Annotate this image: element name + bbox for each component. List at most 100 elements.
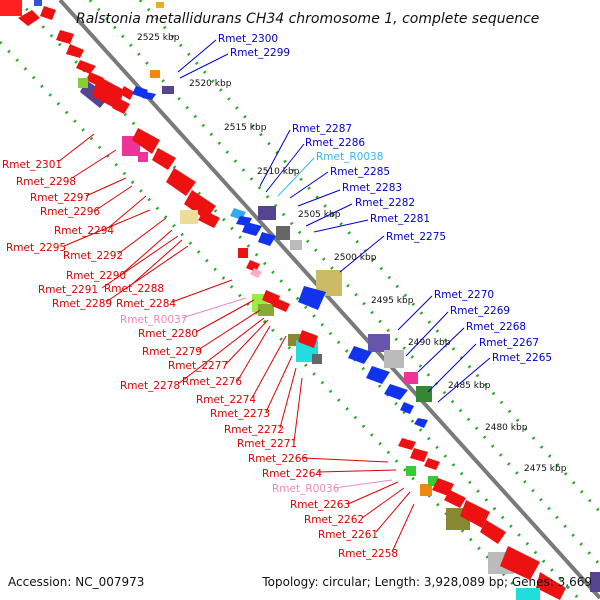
- chromosome-backbone: [58, 0, 600, 600]
- gene-feature: [384, 350, 404, 368]
- gene-label[interactable]: Rmet_2270: [434, 289, 494, 301]
- gene-label[interactable]: Rmet_2271: [237, 438, 297, 450]
- gene-label[interactable]: Rmet_2283: [342, 182, 402, 194]
- kbp-tick: 2515 kbp: [224, 123, 267, 133]
- gene-feature: [444, 490, 466, 508]
- gene-label[interactable]: Rmet_2281: [370, 213, 430, 225]
- inner-grid-line-left: [16, 0, 582, 600]
- gene-label[interactable]: Rmet_2273: [210, 408, 270, 420]
- gene-label[interactable]: Rmet_2290: [66, 270, 126, 282]
- right-label-leaders: [177, 39, 491, 403]
- gene-label[interactable]: Rmet_2268: [466, 321, 526, 333]
- gene-label[interactable]: Rmet_2287: [292, 123, 352, 135]
- gene-feature: [112, 98, 130, 114]
- gene-label[interactable]: Rmet_2279: [142, 346, 202, 358]
- gene-label[interactable]: Rmet_2277: [168, 360, 228, 372]
- gene-label[interactable]: Rmet_2294: [54, 225, 114, 237]
- gene-feature: [312, 354, 322, 364]
- gene-label[interactable]: Rmet_2298: [16, 176, 76, 188]
- gene-feature: [414, 418, 428, 428]
- gene-feature: [180, 210, 198, 224]
- kbp-tick: 2520 kbp: [189, 79, 232, 89]
- gene-feature: [198, 210, 220, 228]
- gene-label[interactable]: Rmet_2261: [318, 529, 378, 541]
- gene-label[interactable]: Rmet_2263: [290, 499, 350, 511]
- gene-label[interactable]: Rmet_2274: [196, 394, 256, 406]
- gene-label[interactable]: Rmet_2284: [116, 298, 176, 310]
- gene-label[interactable]: Rmet_2300: [218, 33, 278, 45]
- gene-feature: [428, 476, 438, 486]
- gene-label[interactable]: Rmet_2276: [182, 376, 242, 388]
- gene-label[interactable]: Rmet_2301: [2, 159, 62, 171]
- gene-label[interactable]: Rmet_2297: [30, 192, 90, 204]
- gene-feature: [368, 334, 390, 352]
- gene-label[interactable]: Rmet_2296: [40, 206, 100, 218]
- gene-label[interactable]: Rmet_2278: [120, 380, 180, 392]
- kbp-tick: 2525 kbp: [137, 33, 180, 43]
- gene-label[interactable]: Rmet_2292: [63, 250, 123, 262]
- gene-feature: [138, 152, 148, 162]
- gene-feature: [406, 466, 416, 476]
- gene-feature: [480, 520, 506, 544]
- gene-label[interactable]: Rmet_R0036: [272, 483, 340, 495]
- gene-feature: [460, 500, 490, 528]
- gene-label[interactable]: Rmet_2275: [386, 231, 446, 243]
- gene-feature: [366, 366, 390, 384]
- gene-feature: [150, 70, 160, 78]
- kbp-tick: 2490 kbp: [408, 338, 451, 348]
- gene-feature: [424, 458, 440, 470]
- gene-feature: [398, 438, 416, 450]
- gene-label[interactable]: Rmet_2264: [262, 468, 322, 480]
- gene-label[interactable]: Rmet_2285: [330, 166, 390, 178]
- gene-label[interactable]: Rmet_2280: [138, 328, 198, 340]
- gene-label[interactable]: Rmet_2288: [104, 283, 164, 295]
- gene-label[interactable]: Rmet_2265: [492, 352, 552, 364]
- gene-label[interactable]: Rmet_2282: [355, 197, 415, 209]
- gene-label[interactable]: Rmet_2286: [305, 137, 365, 149]
- left-label-leaders: [57, 133, 415, 553]
- left-labels: Rmet_2301 Rmet_2298 Rmet_2297 Rmet_2296 …: [2, 159, 398, 560]
- gene-label[interactable]: Rmet_R0037: [120, 314, 187, 326]
- gene-feature: [348, 346, 372, 364]
- gene-feature: [246, 260, 260, 272]
- gene-feature: [156, 2, 164, 8]
- gene-label[interactable]: Rmet_R0038: [316, 151, 383, 163]
- kbp-tick: 2475 kbp: [524, 464, 567, 474]
- gene-label[interactable]: Rmet_2269: [450, 305, 510, 317]
- gene-feature: [500, 546, 540, 580]
- gene-feature: [78, 78, 88, 88]
- gene-label[interactable]: Rmet_2272: [224, 424, 284, 436]
- gene-feature: [34, 0, 42, 6]
- gene-feature: [420, 484, 432, 496]
- gene-label[interactable]: Rmet_2291: [38, 284, 98, 296]
- gene-feature: [162, 86, 174, 94]
- gene-feature: [152, 148, 176, 170]
- gene-label[interactable]: Rmet_2289: [52, 298, 112, 310]
- kbp-tick: 2505 kbp: [298, 210, 341, 220]
- map-title: Ralstonia metallidurans CH34 chromosome …: [76, 11, 539, 27]
- gene-feature: [56, 30, 74, 44]
- gene-label[interactable]: Rmet_2262: [304, 514, 364, 526]
- gene-label[interactable]: Rmet_2258: [338, 548, 398, 560]
- gene-feature: [298, 286, 326, 310]
- gene-feature: [66, 44, 84, 58]
- gene-feature: [120, 86, 134, 100]
- gene-feature: [132, 128, 160, 154]
- gene-feature: [416, 386, 432, 402]
- kbp-tick: 2495 kbp: [371, 296, 414, 306]
- gene-feature: [400, 402, 414, 414]
- gene-feature: [242, 222, 262, 236]
- gene-feature: [142, 92, 156, 100]
- gene-feature: [238, 248, 248, 258]
- outer-grid-line-left: [0, 40, 530, 600]
- gene-label[interactable]: Rmet_2266: [248, 453, 308, 465]
- gene-feature: [590, 572, 600, 592]
- gene-feature: [410, 448, 428, 462]
- gene-label[interactable]: Rmet_2295: [6, 242, 66, 254]
- gene-label[interactable]: Rmet_2267: [479, 337, 539, 349]
- gene-label[interactable]: Rmet_2299: [230, 47, 290, 59]
- accession-text: Accession: NC_007973: [8, 575, 144, 589]
- gene-feature: [258, 304, 274, 316]
